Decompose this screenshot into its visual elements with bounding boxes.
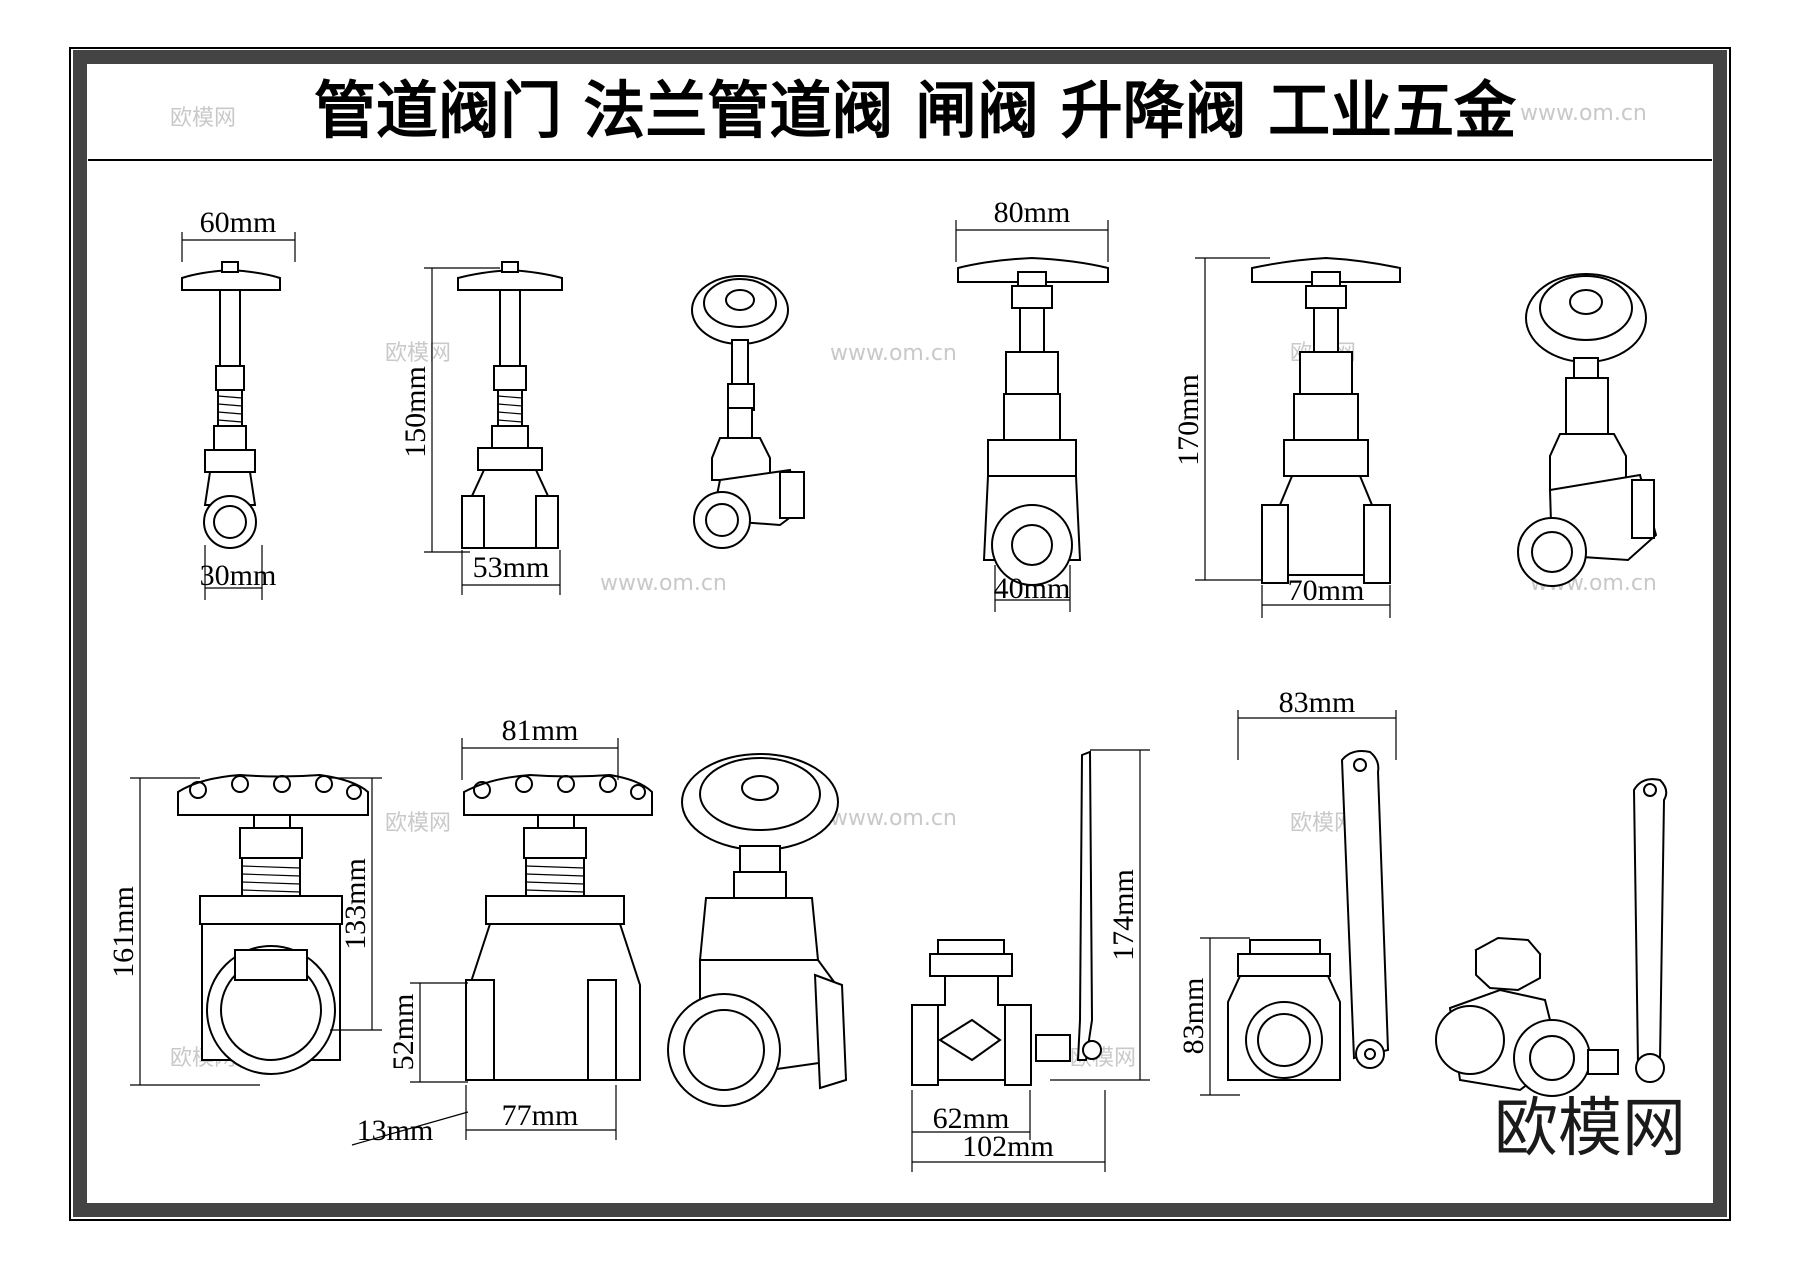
ball-valve-isometric (1435, 778, 1668, 1097)
dimension-81mm: 81mm (461, 714, 619, 780)
dimension-label: 102mm (962, 1130, 1054, 1163)
dimension-label: 174mm (1107, 869, 1140, 961)
dimension-30mm: 30mm (200, 545, 277, 600)
dimension-label: 170mm (1172, 374, 1205, 466)
dimension-77mm: 77mm (465, 1085, 617, 1140)
gate-valve-isometric-3 (667, 753, 848, 1107)
dimension-label: 40mm (994, 572, 1071, 605)
dimension-label: 80mm (994, 196, 1071, 229)
dimension-label: 62mm (933, 1102, 1010, 1135)
dimension-83mm-vertical: 83mm (1177, 937, 1250, 1096)
watermarks: 欧模网 www.om.cn 欧模网 www.om.cn 欧模网 www.om.c… (170, 101, 1657, 1071)
dimension-label: 77mm (502, 1099, 579, 1132)
watermark-url: www.om.cn (830, 341, 957, 366)
dimension-150mm: 150mm (399, 267, 500, 553)
dimension-label: 83mm (1177, 978, 1210, 1055)
gate-valve-isometric-1 (691, 275, 805, 549)
ball-valve-side-view (1227, 750, 1390, 1081)
dimension-70mm: 70mm (1261, 574, 1391, 618)
gate-valve-front-view-2 (957, 256, 1109, 586)
dimension-60mm: 60mm (181, 206, 296, 262)
dimension-label: 53mm (473, 551, 550, 584)
sheet-title: 管道阀门 法兰管道阀 闸阀 升降阀 工业五金 (314, 74, 1517, 147)
dimension-161mm: 161mm (107, 777, 260, 1086)
sheet-frame (69, 47, 1731, 1221)
gate-valve-front-view-1 (181, 261, 281, 549)
dimension-label: 60mm (200, 206, 277, 239)
gate-valve-front-view-3 (177, 773, 369, 1075)
watermark-text: 欧模网 (385, 811, 451, 836)
watermark-url: www.om.cn (830, 806, 957, 831)
gate-valve-side-view-1 (457, 261, 563, 549)
dimension-label: 52mm (387, 994, 420, 1071)
watermark-url: www.om.cn (600, 571, 727, 596)
dimension-62mm: 62mm (911, 1090, 1031, 1140)
dimension-label: 150mm (399, 366, 432, 458)
dimension-80mm: 80mm (955, 196, 1109, 262)
dimension-102mm: 102mm (911, 1090, 1106, 1172)
dimension-53mm: 53mm (461, 550, 561, 595)
dimension-label: 30mm (200, 559, 277, 592)
dimension-133mm: 133mm (330, 777, 382, 1031)
watermark-url: www.om.cn (1520, 101, 1647, 126)
dimension-83mm-horizontal: 83mm (1237, 686, 1397, 760)
dimension-174mm: 174mm (1050, 749, 1150, 1081)
dimension-label: 70mm (1288, 574, 1365, 607)
dimension-label: 13mm (357, 1114, 434, 1147)
dimension-13mm: 13mm (351, 1111, 469, 1147)
brand-logo: 欧模网 (1494, 1092, 1686, 1166)
dimension-label: 83mm (1279, 686, 1356, 719)
dimension-label: 133mm (339, 858, 372, 950)
gate-valve-isometric-2 (1517, 273, 1658, 587)
gate-valve-side-view-2 (1251, 256, 1401, 584)
ball-valve-front-view (911, 750, 1102, 1086)
dimension-40mm: 40mm (994, 565, 1071, 612)
dimension-label: 161mm (107, 886, 140, 978)
dimension-170mm: 170mm (1172, 257, 1270, 581)
watermark-text: 欧模网 (385, 341, 451, 366)
gate-valve-side-view-3 (463, 773, 653, 1081)
dimension-52mm: 52mm (387, 982, 468, 1083)
dimension-label: 81mm (502, 714, 579, 747)
watermark-text: 欧模网 (170, 106, 236, 131)
